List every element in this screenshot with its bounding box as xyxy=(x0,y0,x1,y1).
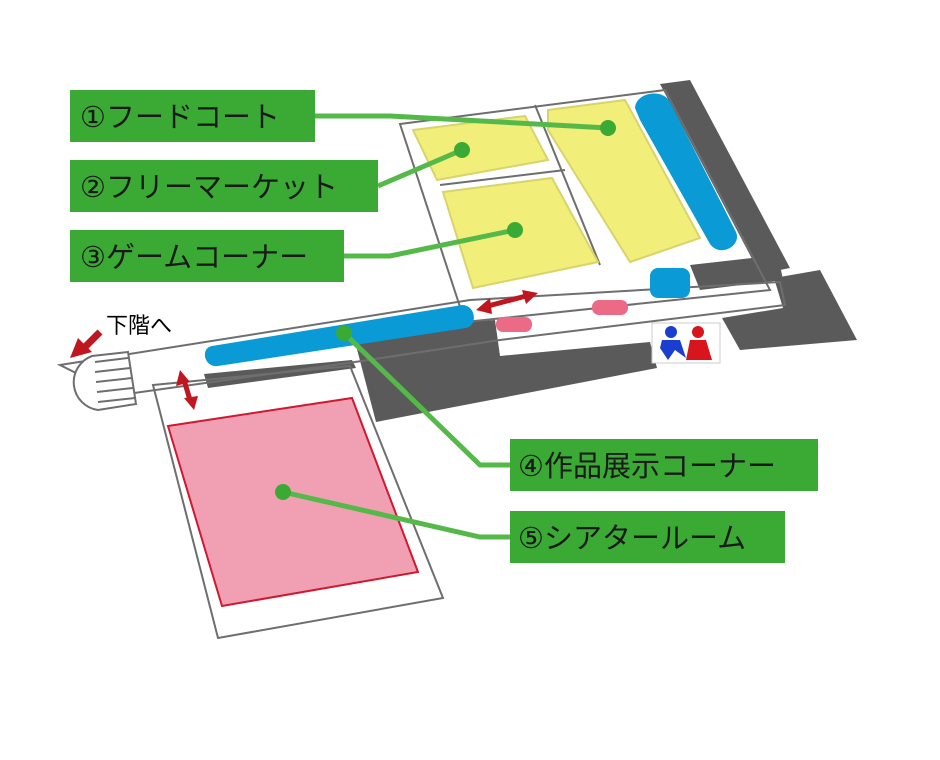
dot-exhibition xyxy=(336,325,352,341)
label-theater: ⑤シアタールーム xyxy=(510,511,785,563)
label-exhibition-text: ④作品展示コーナー xyxy=(518,449,776,483)
leader-flea-market xyxy=(377,147,463,189)
pink-bench-1 xyxy=(496,317,532,332)
zone-blue-long xyxy=(635,93,738,251)
dot-flea-market xyxy=(454,142,470,158)
stairs-label: 下階へ xyxy=(106,314,172,339)
dot-theater xyxy=(275,484,291,500)
red-arrows xyxy=(70,290,538,410)
stairs-icon xyxy=(72,350,138,412)
wall-east-block xyxy=(722,270,857,350)
upper-hall-outline xyxy=(398,88,772,324)
stair-steps xyxy=(94,357,136,403)
wall-south-corridor xyxy=(352,320,657,422)
down-arrow-icon xyxy=(70,329,103,358)
zone-blue-small xyxy=(650,268,690,298)
label-game-corner-text: ③ゲームコーナー xyxy=(80,240,308,274)
dot-food-court xyxy=(600,120,616,136)
pink-bench-2 xyxy=(592,300,628,315)
leader-exhibition xyxy=(342,331,512,468)
leader-theater xyxy=(282,489,512,540)
label-flea-market: ②フリーマーケット xyxy=(70,160,378,212)
label-theater-text: ⑤シアタールーム xyxy=(518,521,746,555)
label-food-court-text: ①フードコート xyxy=(80,100,280,134)
label-game-corner: ③ゲームコーナー xyxy=(70,230,344,282)
double-arrow-icon xyxy=(476,290,538,314)
leader-game-corner xyxy=(344,227,516,259)
label-food-court: ①フードコート xyxy=(70,90,315,142)
zone-theater xyxy=(166,396,420,608)
leader-lines xyxy=(282,113,609,540)
restroom-icon xyxy=(651,322,721,364)
divider-vertical xyxy=(534,104,601,266)
female-head xyxy=(692,326,704,338)
theater-outline xyxy=(151,364,445,640)
dot-game-corner xyxy=(507,222,523,238)
label-exhibition: ④作品展示コーナー xyxy=(510,439,818,491)
male-body xyxy=(660,340,686,360)
wall-right-lower xyxy=(690,255,783,290)
leader-food-court xyxy=(315,113,609,131)
divider-horizontal xyxy=(439,169,566,186)
zone-labels: ①フードコート ②フリーマーケット ③ゲームコーナー ④作品展示コーナー ⑤シア… xyxy=(70,90,818,563)
female-body xyxy=(686,340,712,360)
double-arrow-icon xyxy=(176,370,198,410)
wall-right xyxy=(660,80,790,274)
male-head xyxy=(665,326,677,338)
label-flea-market-text: ②フリーマーケット xyxy=(80,170,338,204)
leader-dots xyxy=(275,120,616,500)
